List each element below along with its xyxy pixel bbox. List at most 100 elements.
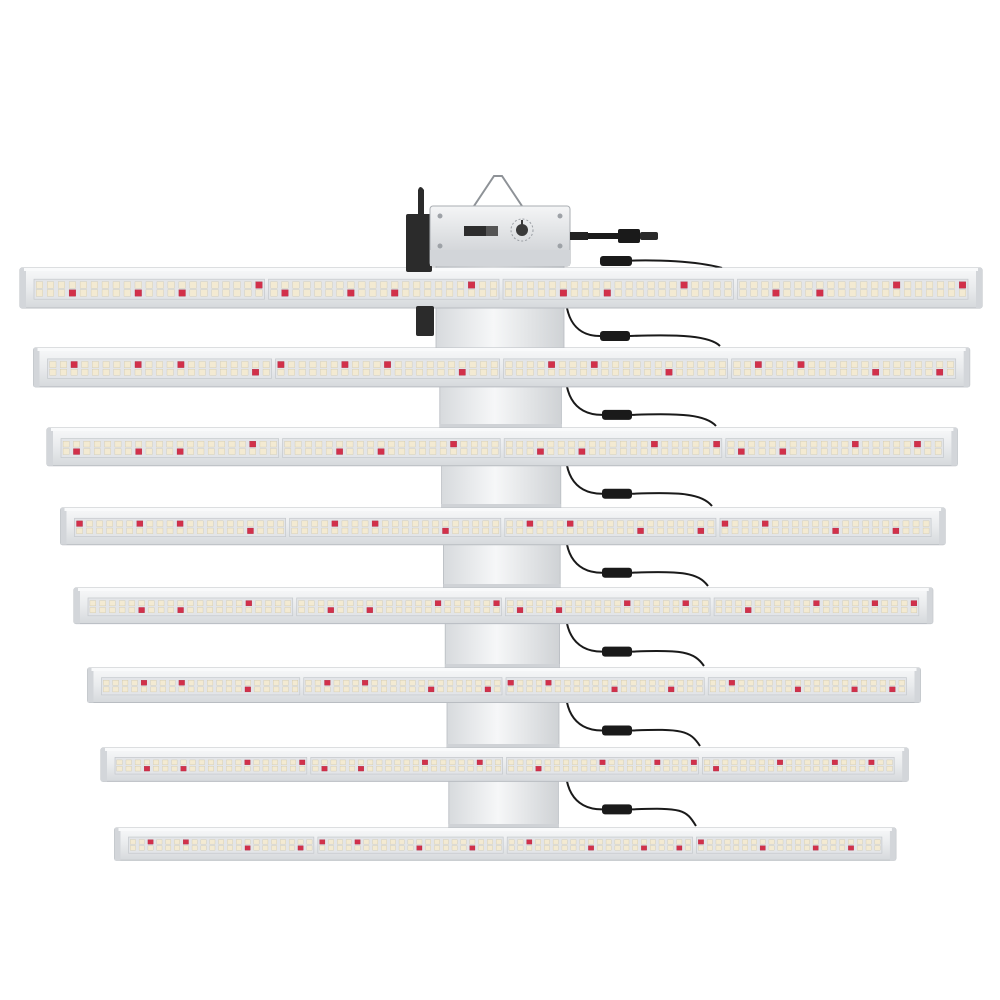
led-chip: [702, 448, 710, 455]
led-chip: [552, 839, 559, 845]
led-chip: [724, 845, 731, 851]
led-chip: [416, 369, 423, 376]
led-chip: [959, 281, 966, 289]
led-chip: [434, 607, 442, 613]
led-chip: [371, 527, 379, 534]
led-chip: [106, 527, 113, 534]
led-chip: [777, 759, 783, 765]
led-chip: [587, 520, 594, 527]
led-chip: [842, 680, 849, 686]
led-chip: [757, 680, 764, 686]
led-chip: [516, 369, 523, 376]
led-chip: [915, 369, 922, 376]
led-chip: [197, 441, 205, 448]
led-chip: [386, 600, 393, 607]
led-chip: [959, 289, 966, 297]
led-chip: [90, 289, 98, 297]
led-chip: [516, 600, 524, 607]
led-chip: [382, 520, 389, 527]
led-chip: [451, 845, 458, 851]
led-chip: [886, 759, 893, 765]
led-chip: [148, 607, 155, 613]
led-chip: [439, 441, 447, 448]
led-chip: [96, 520, 103, 527]
led-chip: [252, 361, 259, 368]
led-chip: [545, 680, 552, 686]
driver-box: [406, 175, 658, 336]
led-chip: [934, 448, 942, 455]
led-chip: [299, 766, 306, 772]
led-chip: [354, 839, 361, 845]
led-chip: [544, 759, 551, 765]
led-chip: [216, 600, 223, 607]
led-chip: [832, 520, 839, 527]
led-chip: [328, 845, 334, 851]
cable: [565, 617, 603, 653]
led-chip: [309, 361, 317, 368]
led-chip: [372, 845, 379, 851]
led-chip: [506, 441, 513, 448]
led-chip: [472, 527, 479, 534]
led-chip: [103, 686, 110, 693]
led-chip: [704, 759, 710, 765]
led-chip: [166, 527, 174, 534]
led-chip: [733, 361, 741, 368]
led-chip: [526, 289, 534, 297]
led-chip: [936, 369, 944, 376]
led-chip: [235, 680, 242, 686]
led-chip: [822, 527, 829, 534]
led-chip: [476, 766, 483, 772]
led-chip: [188, 361, 195, 368]
led-chip: [245, 600, 252, 607]
led-chip: [722, 766, 729, 772]
led-chip: [516, 361, 523, 368]
led-chip: [83, 441, 91, 448]
led-chip: [311, 527, 318, 534]
spine-section: [446, 698, 560, 753]
led-chip: [446, 281, 454, 289]
led-chip: [442, 527, 449, 534]
led-chip: [852, 448, 859, 455]
led-chip: [614, 289, 622, 297]
led-chip: [748, 441, 755, 448]
led-chip: [789, 448, 797, 455]
led-chip: [119, 607, 126, 613]
led-chip: [363, 845, 370, 851]
led-chip: [104, 448, 111, 455]
led-chip: [903, 448, 911, 455]
led-chip: [416, 361, 423, 368]
led-chip: [585, 600, 592, 607]
led-chip: [605, 845, 612, 851]
led-chip: [381, 680, 387, 686]
led-chip: [125, 759, 132, 765]
led-chip: [644, 369, 651, 376]
led-chip: [303, 281, 311, 289]
driver-antenna: [418, 187, 424, 214]
led-chip: [893, 361, 901, 368]
spine-shadow: [441, 504, 561, 508]
led-chip: [460, 845, 467, 851]
led-chip: [841, 448, 849, 455]
led-chip: [754, 361, 762, 368]
led-chip: [506, 527, 513, 534]
led-chip: [599, 448, 606, 455]
led-chip: [486, 759, 492, 765]
led-chip: [469, 839, 476, 845]
led-chip: [226, 759, 233, 765]
led-chip: [842, 686, 849, 693]
led-chip: [156, 281, 164, 289]
led-chip: [490, 281, 497, 289]
led-chip: [354, 845, 361, 851]
led-chip: [325, 281, 333, 289]
led-chip: [901, 607, 908, 613]
led-chip: [434, 600, 442, 607]
led-chip: [99, 600, 106, 607]
led-chip: [816, 281, 824, 289]
led-chip: [236, 600, 243, 607]
led-chip: [457, 281, 465, 289]
led-chip: [376, 766, 383, 772]
led-chip: [362, 686, 369, 693]
led-chip: [469, 845, 476, 851]
led-chip: [505, 361, 513, 368]
led-chip: [904, 361, 912, 368]
